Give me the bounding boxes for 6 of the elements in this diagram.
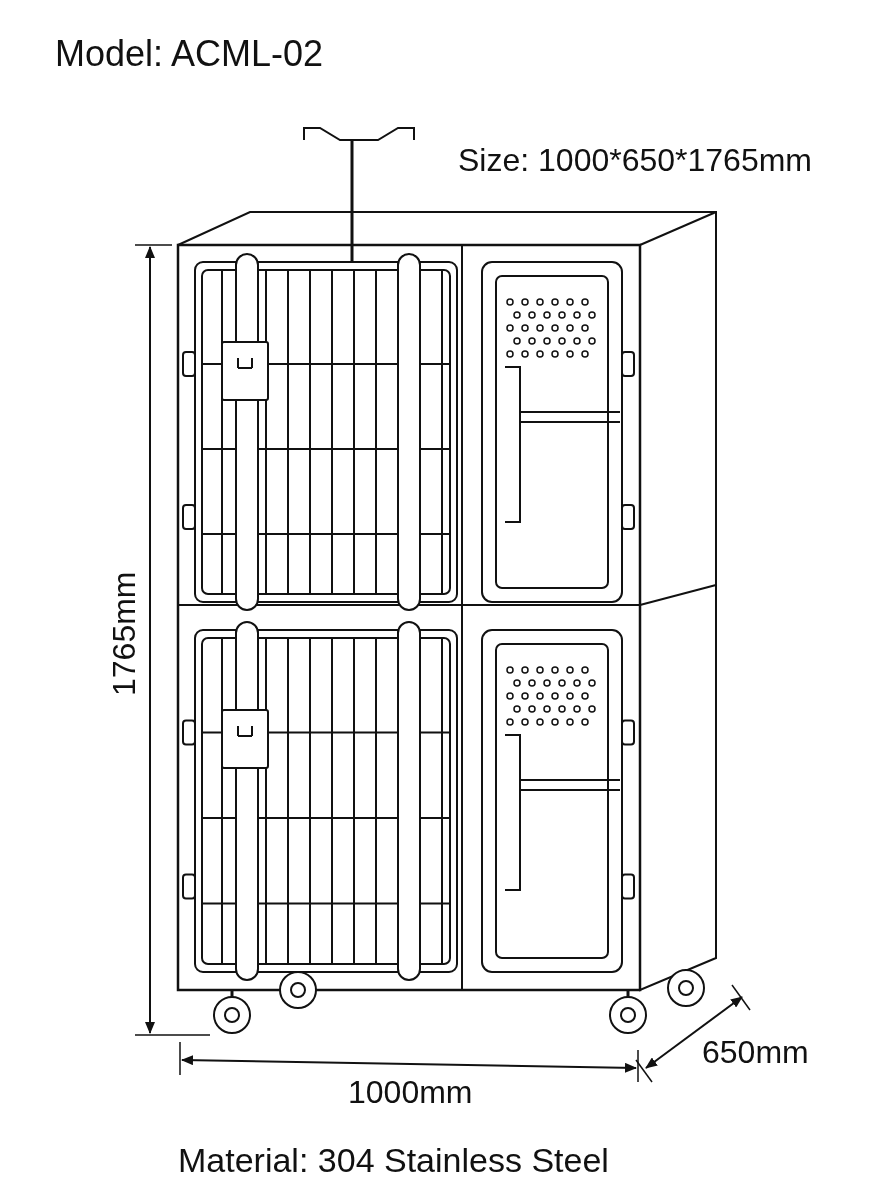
model-title: Model: ACML-02	[55, 36, 324, 72]
dimension-label: 1765mm	[108, 571, 140, 696]
dimension-label: 650mm	[702, 1036, 809, 1068]
material-caption: Material: 304 Stainless Steel	[178, 1143, 609, 1177]
size-label: Size: 1000*650*1765mm	[458, 144, 812, 176]
dimension-label: 1000mm	[348, 1076, 473, 1108]
